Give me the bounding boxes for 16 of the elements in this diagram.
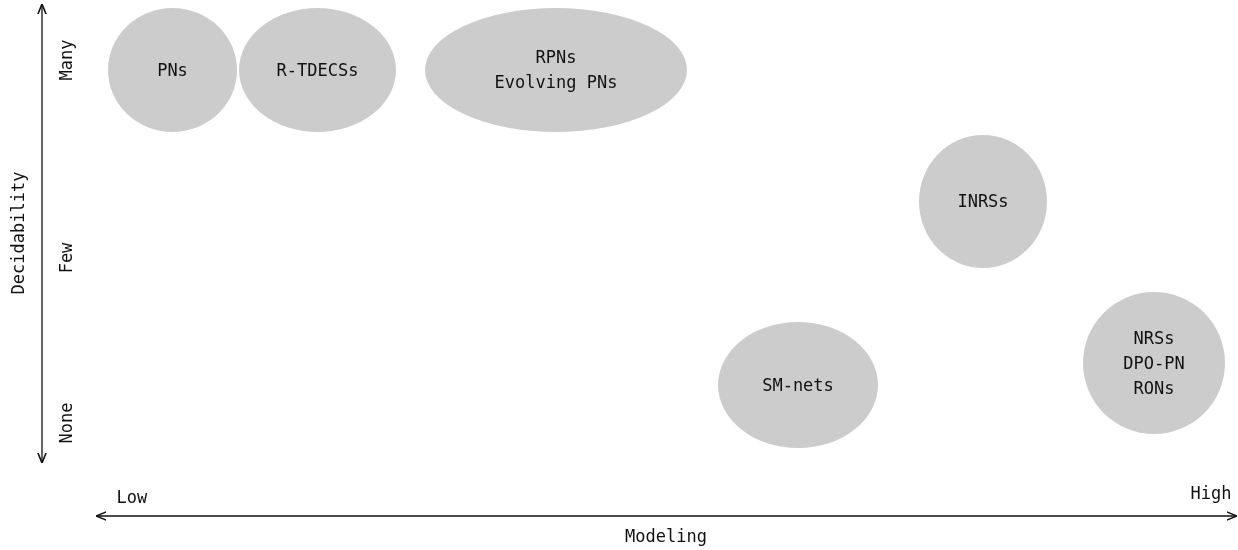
region-label: Evolving PNs (494, 71, 618, 94)
axis-title: Decidability (7, 171, 28, 295)
region-label: R-TDECSs (276, 58, 359, 82)
axis-tick-label: Many (56, 39, 76, 81)
region-label: DPO-PN (1123, 351, 1185, 375)
axis-tick-label: Low (116, 487, 148, 507)
axis-tick-label: High (1190, 483, 1232, 503)
region-label: PNs (157, 58, 188, 82)
axis-title: Modeling (625, 526, 707, 546)
region-label: SM-nets (762, 373, 834, 397)
region-label: INRSs (957, 190, 1009, 213)
axis-tick-label: Few (55, 242, 76, 274)
region-label: RPNs (535, 46, 577, 69)
region-label: NRSs (1133, 326, 1175, 350)
axis-tick-label: None (56, 402, 76, 444)
region-label: RONs (1133, 376, 1175, 400)
